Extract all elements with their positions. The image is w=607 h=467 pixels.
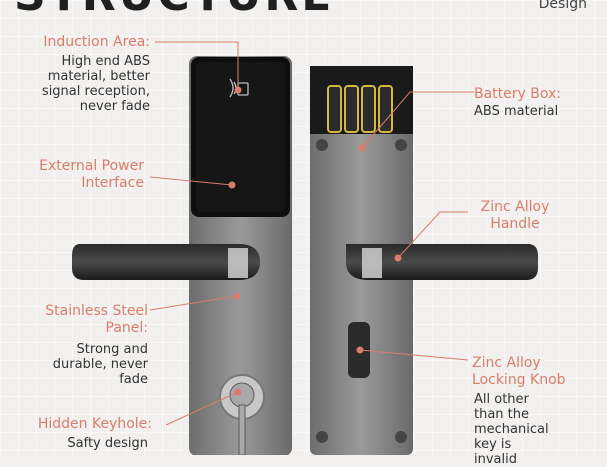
battery-box-label: Battery Box: (474, 86, 562, 102)
back-lock (310, 66, 538, 455)
stainless-steel-label: Stainless Steel Panel: (45, 303, 148, 336)
front-handle (72, 244, 260, 280)
induction-area-desc: High end ABS material, better signal rec… (41, 54, 150, 114)
induction-area-label: Induction Area: (43, 34, 150, 50)
back-handle (346, 244, 538, 280)
background-grid (0, 0, 607, 455)
screw-icon (316, 139, 407, 443)
callout-lines (149, 41, 474, 426)
battery-box-desc: ABS material (474, 104, 559, 119)
hidden-keyhole-desc: Safty design (67, 436, 148, 451)
page-subtitle: Design (538, 0, 587, 12)
hidden-keyhole-label: Hidden Keyhole: (37, 416, 152, 432)
zinc-knob-label: Zinc Alloy Locking Knob (472, 355, 566, 388)
zinc-handle-label: Zinc Alloy Handle (480, 199, 550, 232)
external-power-label: External Power Interface (39, 158, 144, 191)
stainless-steel-desc: Strong and durable, never fade (52, 342, 148, 387)
front-lock (72, 56, 292, 455)
zinc-knob-desc: All other than the mechanical key is inv… (474, 392, 549, 467)
battery-icon (327, 85, 393, 133)
lock-illustration (72, 41, 538, 455)
page-title: STRUCTURE (14, 0, 334, 18)
key-icon (229, 382, 255, 455)
